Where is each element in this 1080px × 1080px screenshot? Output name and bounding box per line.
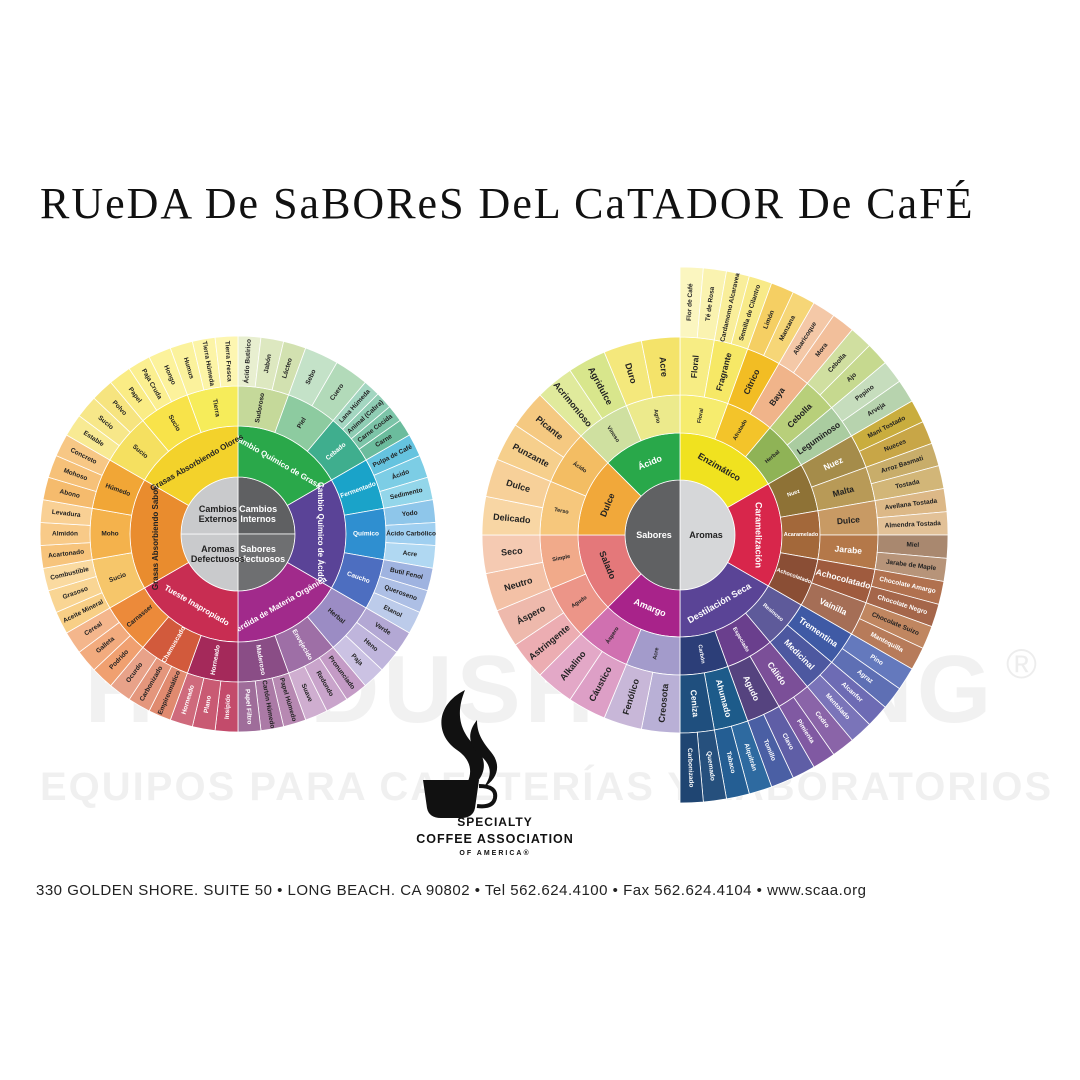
logo-text-coffee-association: COFFEE ASSOCIATION — [416, 832, 574, 846]
taste-item-label: Seco — [501, 545, 524, 557]
taste-item-label: Acre — [657, 356, 669, 377]
defect-item-label: Papel Filtro — [244, 689, 253, 725]
aromas-wheel: AromasSaboresEnzimáticoFloralFloralFlor … — [481, 266, 949, 804]
scaa-cup-logo-icon — [423, 690, 498, 818]
aroma-note-label: Quemado — [705, 751, 716, 782]
aroma-note-label: Tabaco — [725, 751, 737, 774]
defect-item-label: Tierra Fresca — [223, 341, 232, 382]
aroma-note-label: Té de Rosa — [705, 286, 717, 322]
defect-item-label: Yodo — [402, 510, 418, 519]
taste-item-segment — [640, 336, 681, 399]
taste-category-label: Acre — [652, 647, 660, 660]
aroma-group-label: Caramelización — [754, 502, 764, 568]
defect-item-label: Almidón — [52, 531, 78, 538]
defect-item-label: Ácido Carbólico — [386, 529, 436, 538]
defect-item-label: Acre — [402, 550, 418, 559]
defect-item-label: Jabón — [263, 354, 273, 374]
aroma-item-label: Jarabe — [834, 544, 862, 556]
defect-category-label: Químico — [353, 531, 379, 538]
defect-category-label: Tierra — [211, 398, 221, 417]
defect-item-label: Ácido Butírico — [241, 339, 253, 384]
defect-item-label: Abono — [59, 488, 81, 500]
page-title: RUeDA De SaBOReS DeL CaTADOR De CaFÉ — [40, 179, 975, 228]
aroma-note-label: Carbonizado — [686, 748, 695, 788]
aroma-category-label: Nuez — [787, 488, 802, 498]
aroma-note-label: Flor de Café — [686, 283, 695, 321]
taste-item-label: Delicado — [493, 512, 532, 526]
logo-text-of-america: OF AMERICA® — [459, 850, 531, 857]
defect-item-label: Insípido — [224, 694, 232, 719]
taste-item-label: Creosota — [657, 682, 671, 723]
aroma-note-label: Miel — [906, 541, 919, 549]
aroma-item-label: Dulce — [836, 514, 860, 526]
watermark-tagline: EQUIPOS PARA CAFETERÍAS Y LABORATORIOS — [40, 765, 1054, 809]
center-label-aromas: Aromas — [689, 530, 723, 540]
taste-category-label: Agrio — [652, 409, 661, 425]
aroma-item-label: Floral — [689, 355, 701, 379]
defect-group-label: Grasas Absorbiendo Sabores — [151, 477, 160, 590]
defect-item-segment — [214, 335, 239, 388]
aroma-category-label: Floral — [697, 407, 706, 423]
defect-category-label: Piel — [296, 416, 308, 430]
footer-address: 330 GOLDEN SHORE. SUITE 50 • LONG BEACH.… — [36, 882, 867, 899]
center-label-sabores: Sabores — [636, 530, 672, 540]
defect-group-label: Cambio Químico de Ácidos — [316, 482, 325, 587]
aroma-category-label: Acaramelado — [784, 532, 819, 538]
taste-category-label: Simple — [552, 554, 571, 563]
defect-item-label: Plano — [203, 695, 213, 714]
aroma-category-label: Carbón — [696, 644, 705, 665]
watermark-registered-mark: ® — [1006, 640, 1037, 687]
aroma-item-label: Ceniza — [689, 689, 701, 717]
defect-category-label: Moho — [101, 531, 118, 538]
defect-item-label: Levadura — [51, 509, 81, 519]
defect-item-label: Acartonado — [48, 549, 85, 560]
aroma-note-label: Almendra Tostada — [885, 520, 942, 529]
taste-category-label: Terso — [554, 507, 570, 516]
logo-text-specialty: SPECIALTY — [457, 815, 533, 829]
